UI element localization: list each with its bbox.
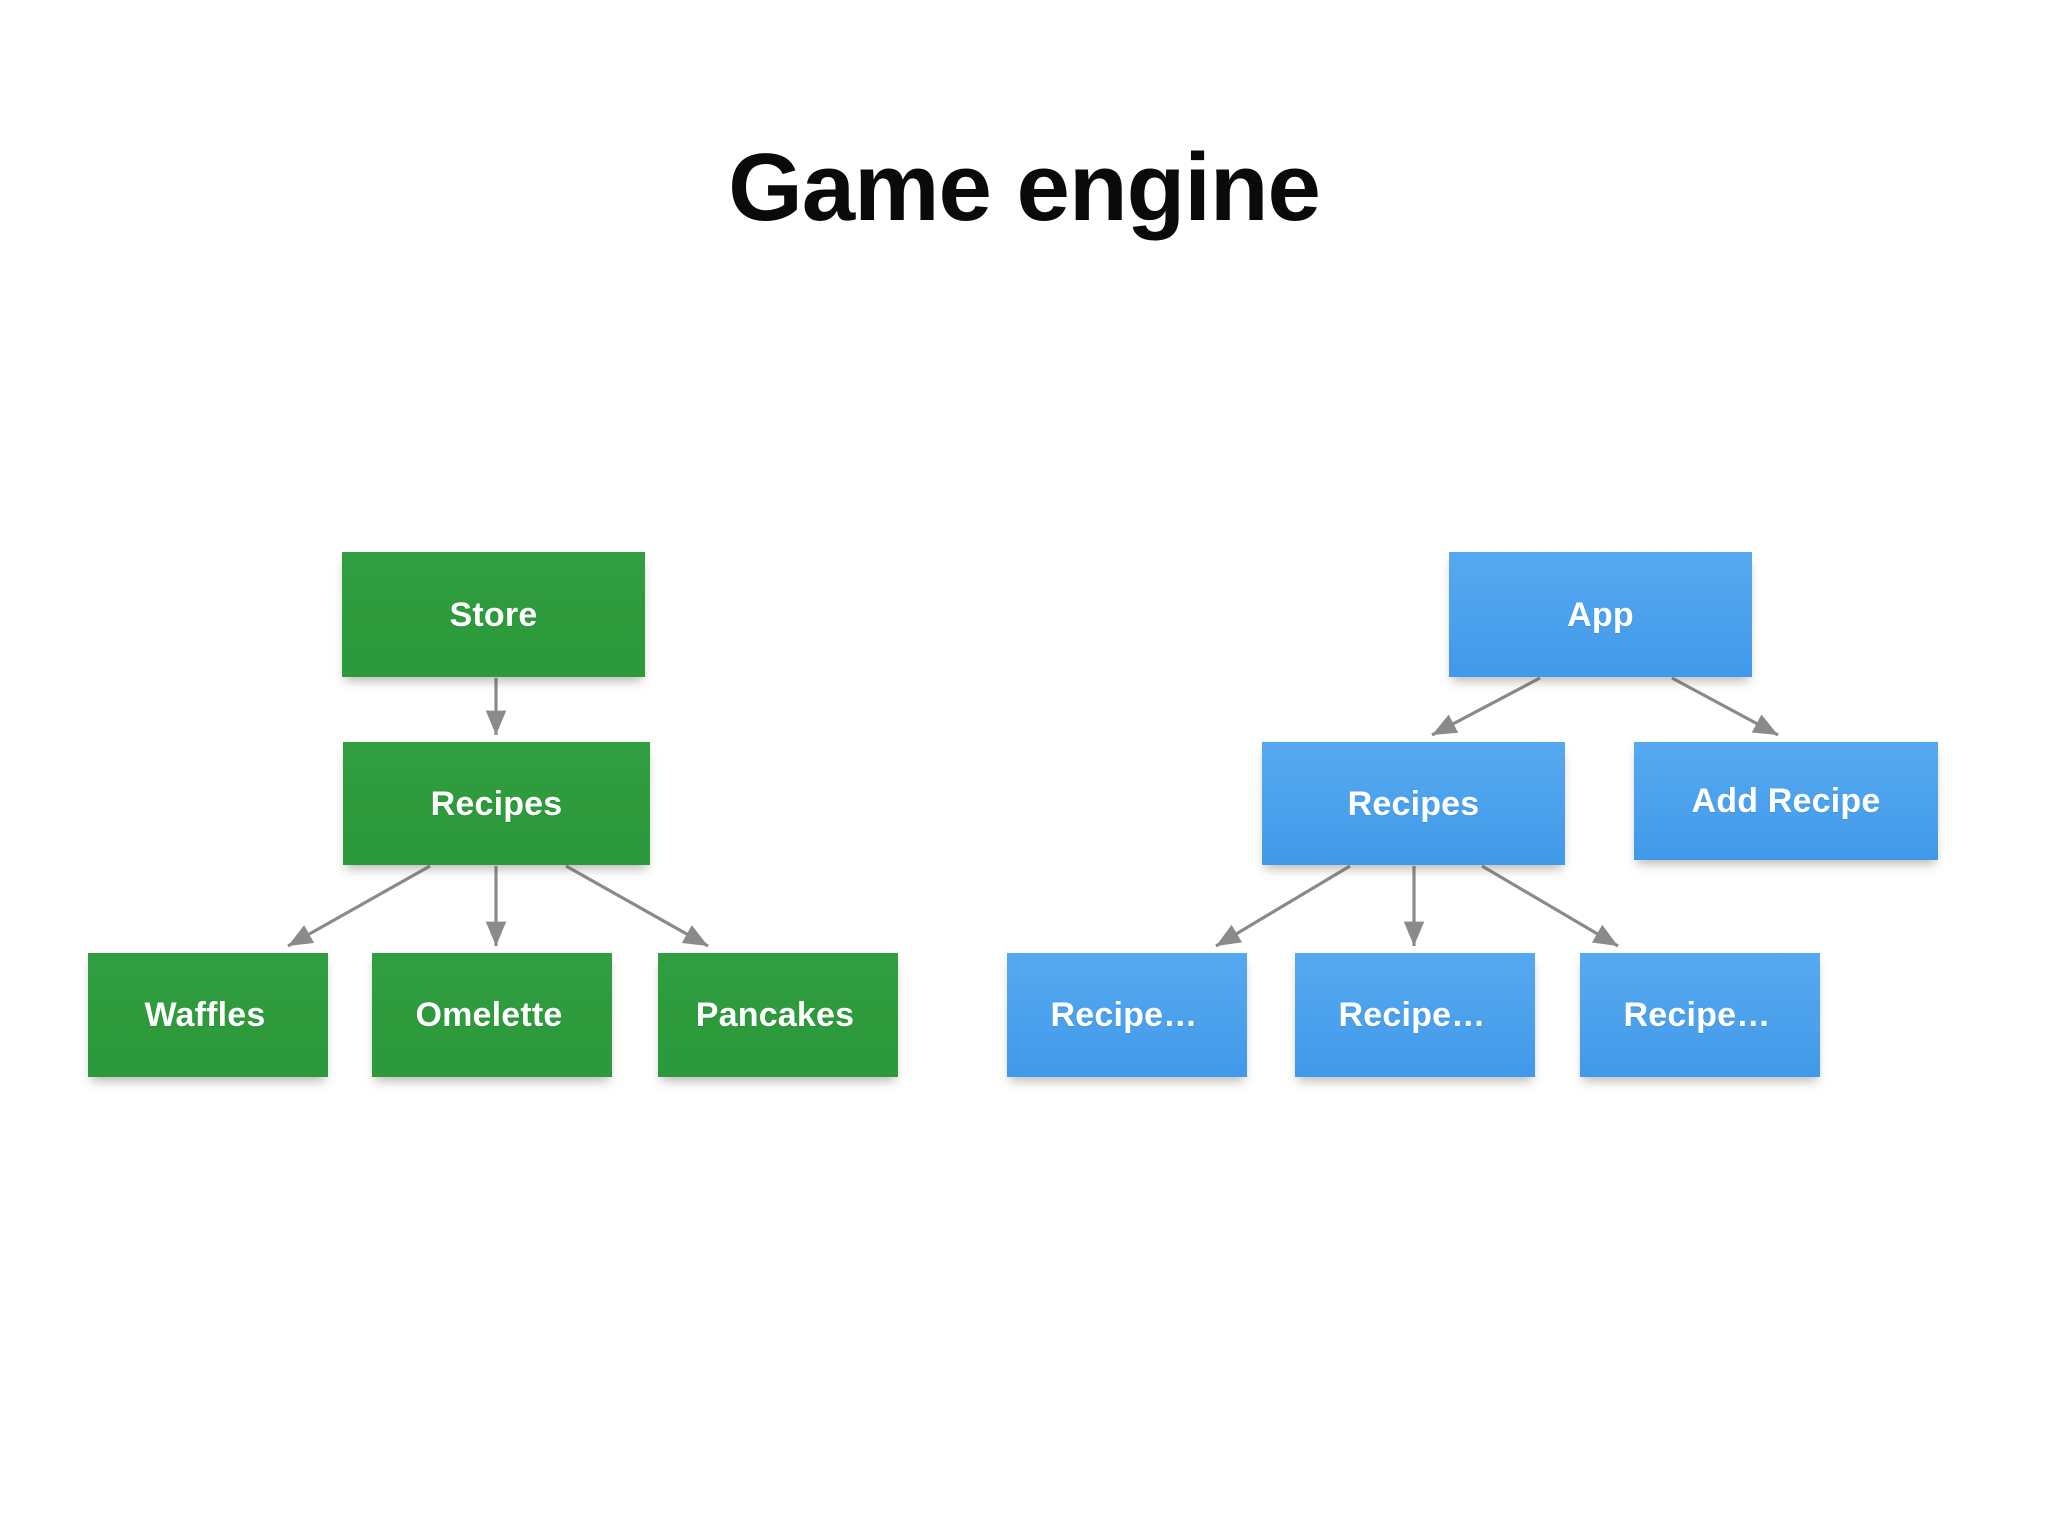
node-app[interactable]: App [1449, 552, 1752, 677]
node-store-recipes[interactable]: Recipes [343, 742, 650, 865]
node-app-recipes[interactable]: Recipes [1262, 742, 1565, 865]
edge-recipes-recipe3 [1481, 864, 1619, 948]
node-add-recipe[interactable]: Add Recipe [1634, 742, 1938, 860]
edge-recipes-pancakes [565, 864, 709, 948]
slide-title: Game engine [728, 134, 1321, 241]
edge-app-recipes [1431, 676, 1541, 737]
node-store[interactable]: Store [342, 552, 645, 677]
node-recipe-3-label: Recipe… [1623, 996, 1771, 1034]
node-store-label: Store [449, 595, 538, 634]
node-app-label: App [1567, 595, 1634, 634]
edge-recipes-recipe1 [1215, 864, 1351, 948]
node-app-recipes-label: Recipes [1347, 784, 1480, 823]
node-waffles[interactable]: Waffles [88, 953, 328, 1077]
node-omelette-label: Omelette [415, 996, 563, 1034]
node-store-recipes-label: Recipes [430, 784, 563, 823]
node-pancakes[interactable]: Pancakes [658, 953, 898, 1077]
node-recipe-2[interactable]: Recipe… [1295, 953, 1535, 1077]
node-waffles-label: Waffles [144, 996, 266, 1034]
edge-recipes-waffles [287, 864, 431, 948]
edge-app-addrecipe [1671, 676, 1779, 737]
node-add-recipe-label: Add Recipe [1691, 782, 1881, 820]
node-recipe-1[interactable]: Recipe… [1007, 953, 1247, 1077]
node-omelette[interactable]: Omelette [372, 953, 612, 1077]
node-recipe-2-label: Recipe… [1338, 996, 1486, 1034]
node-pancakes-label: Pancakes [695, 996, 855, 1034]
node-recipe-3[interactable]: Recipe… [1580, 953, 1820, 1077]
node-recipe-1-label: Recipe… [1050, 996, 1198, 1034]
